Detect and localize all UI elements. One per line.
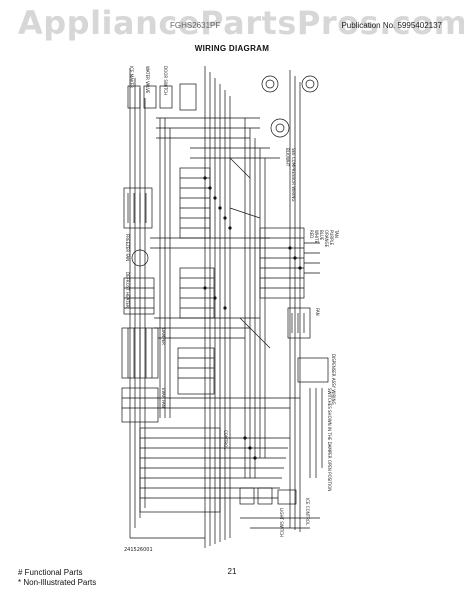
watermark: AppliancePartsPros.com [18,4,464,42]
label-defrost-heater: DEFROST HEATER [125,272,130,308]
page-number: 21 [227,567,237,576]
label-tan: TAN [334,229,339,238]
label-dispenser-wiring: DISPENSER ASSY WIRING [331,354,336,405]
label-damper: DAMPER [161,328,166,345]
label-water-valve: WATER VALVE [145,66,150,94]
publication-number: Publication No. 5995402137 [341,21,442,30]
label-red: RED [309,230,314,238]
label-white: WHITE [314,230,319,244]
non-illustrated-note: * Non-Illustrated Parts [18,578,97,587]
functional-parts-note: # Functional Parts [18,568,83,577]
note-damper-position: SWITCHES SHOWN IN THE DAMPER OPEN POSITI… [327,388,332,491]
label-blue: BLUE [319,230,324,241]
label-ice-maker: ICE MAKER [129,66,134,88]
model-number: FGHS2631PF [170,21,221,30]
label-fan: FAN [315,308,320,316]
note-light-switch: LIGHT SWITCH [279,508,284,537]
label-control: CONTROL [223,430,228,450]
label-blk-wht: BLK/WHT [285,148,290,167]
diagram-title: WIRING DIAGRAM [194,44,270,53]
note-ice-control: ICE CONTROL [305,498,310,526]
label-door-switch: DOOR SWITCH [163,66,168,95]
diagram-code: 241526001 [124,547,153,553]
label-purple: PURPLE [329,230,334,246]
label-freezer-fan: FREEZER FAN [125,234,130,261]
label-orange: ORANGE [324,230,329,248]
label-see-compressor: SEE COMPRESSOR WIRING [291,148,296,201]
label-evap-fan: EVAP. FAN [161,388,166,408]
wiring-schematic: ICE MAKER WATER VALVE DOOR SWITCH FREEZE… [121,66,339,553]
